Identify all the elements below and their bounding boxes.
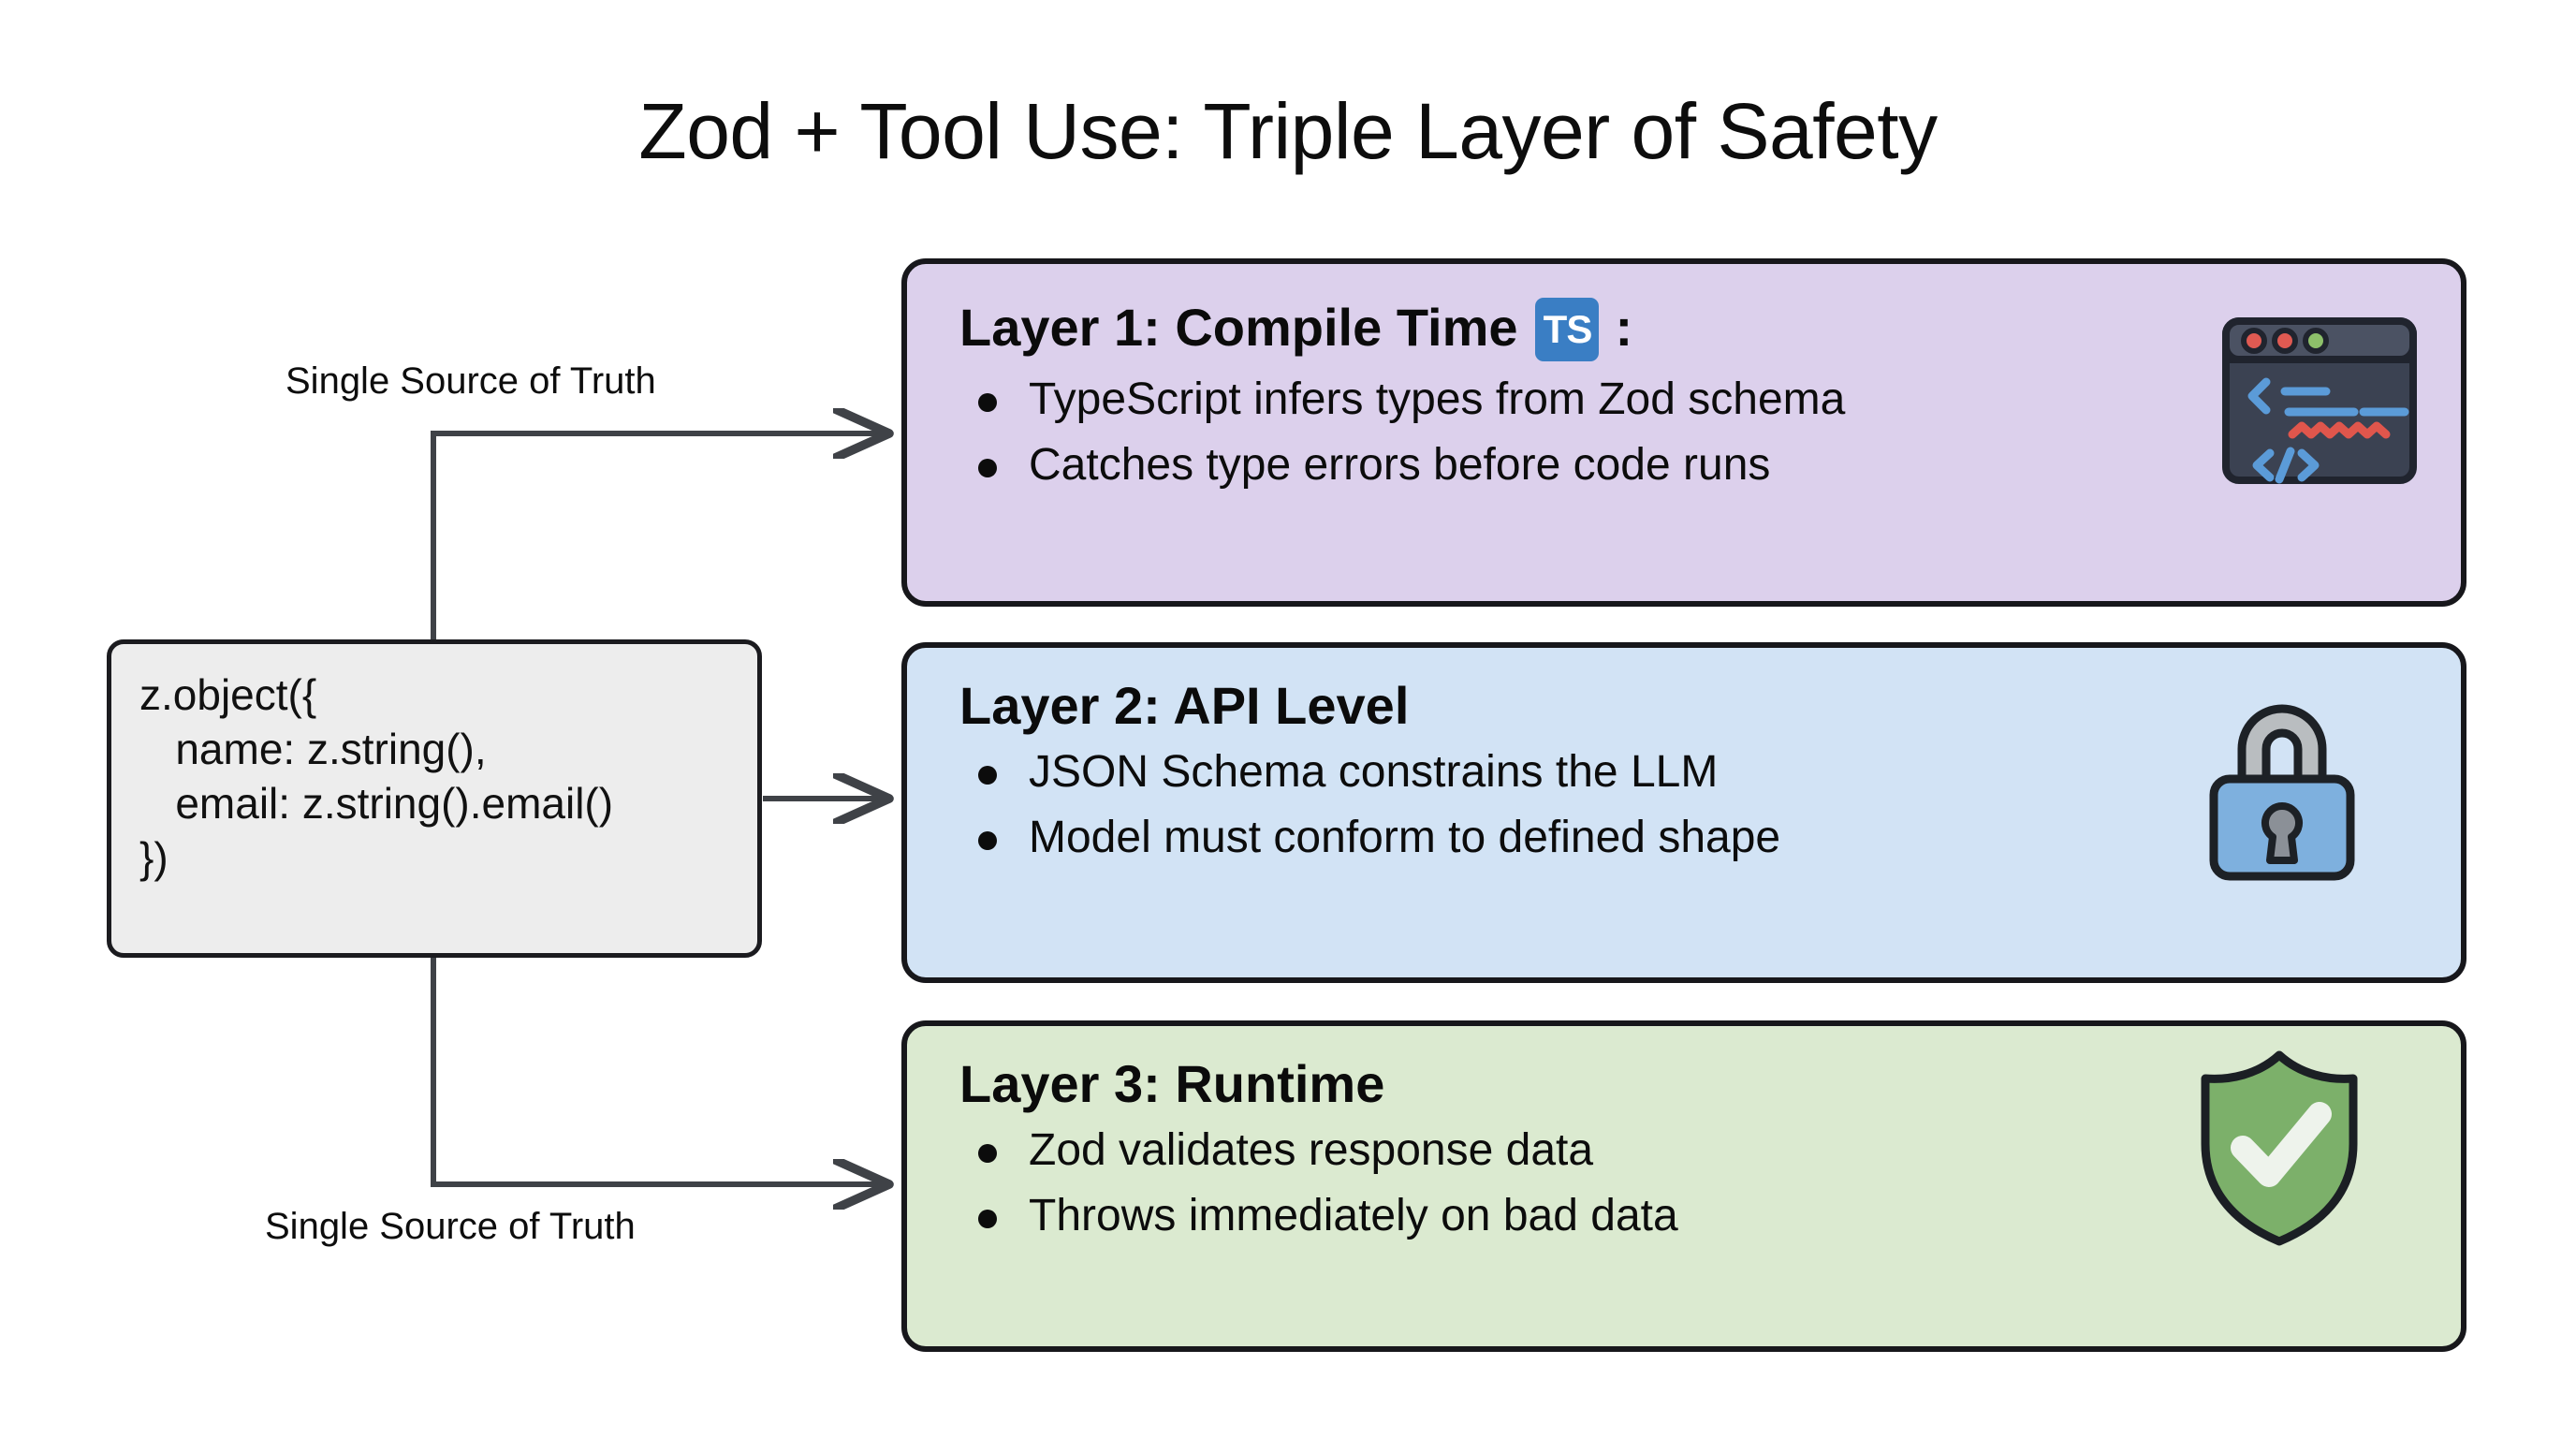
layer-3-title: Layer 3: Runtime	[959, 1058, 2420, 1110]
bullet-text: JSON Schema constrains the LLM	[1029, 747, 1719, 797]
layer-1-title-suffix: :	[1615, 298, 1633, 357]
layer-1-bullets: TypeScript infers types from Zod schema …	[959, 373, 2420, 492]
layer-3-card: Layer 3: Runtime Zod validates response …	[901, 1020, 2466, 1352]
bullet-dot-icon	[978, 1209, 997, 1228]
edge-label-top: Single Source of Truth	[285, 360, 656, 402]
layer-2-title-text: Layer 2: API Level	[959, 676, 1410, 735]
layer-2-title: Layer 2: API Level	[959, 680, 2420, 732]
bullet-dot-icon	[978, 1144, 997, 1163]
layer-1-card: Layer 1: Compile Time TS : TypeScript in…	[901, 258, 2466, 607]
layer-2-card: Layer 2: API Level JSON Schema constrain…	[901, 642, 2466, 983]
layer-3-bullets: Zod validates response data Throws immed…	[959, 1123, 2420, 1242]
typescript-badge-icon: TS	[1534, 298, 1599, 361]
bullet-text: TypeScript infers types from Zod schema	[1029, 374, 1846, 424]
edge-schema-to-layer3	[431, 958, 889, 1184]
bullet-dot-icon	[978, 458, 997, 477]
zod-schema-box: z.object({ name: z.string(), email: z.st…	[107, 639, 762, 958]
list-item: Catches type errors before code runs	[959, 438, 2420, 492]
edge-label-bottom: Single Source of Truth	[265, 1206, 636, 1247]
code-editor-icon	[2222, 317, 2417, 484]
layer-1-title-text: Layer 1: Compile Time	[959, 298, 1518, 357]
bullet-text: Throws immediately on bad data	[1029, 1190, 1678, 1240]
list-item: Throws immediately on bad data	[959, 1189, 2420, 1243]
bullet-dot-icon	[978, 830, 997, 850]
page-title: Zod + Tool Use: Triple Layer of Safety	[638, 87, 1938, 175]
bullet-text: Catches type errors before code runs	[1029, 439, 1771, 490]
list-item: TypeScript infers types from Zod schema	[959, 373, 2420, 427]
bullet-dot-icon	[978, 393, 997, 412]
zod-schema-code: z.object({ name: z.string(), email: z.st…	[139, 670, 614, 882]
edge-schema-to-layer1	[431, 433, 889, 639]
bullet-text: Model must conform to defined shape	[1029, 812, 1781, 862]
bullet-dot-icon	[978, 766, 997, 785]
list-item: JSON Schema constrains the LLM	[959, 745, 2420, 800]
list-item: Zod validates response data	[959, 1123, 2420, 1178]
lock-icon	[2209, 704, 2355, 881]
layer-1-title: Layer 1: Compile Time TS :	[959, 296, 2420, 361]
layer-2-bullets: JSON Schema constrains the LLM Model mus…	[959, 745, 2420, 864]
list-item: Model must conform to defined shape	[959, 811, 2420, 865]
layer-3-title-text: Layer 3: Runtime	[959, 1054, 1385, 1113]
bullet-text: Zod validates response data	[1029, 1125, 1594, 1175]
shield-check-icon	[2201, 1050, 2358, 1246]
